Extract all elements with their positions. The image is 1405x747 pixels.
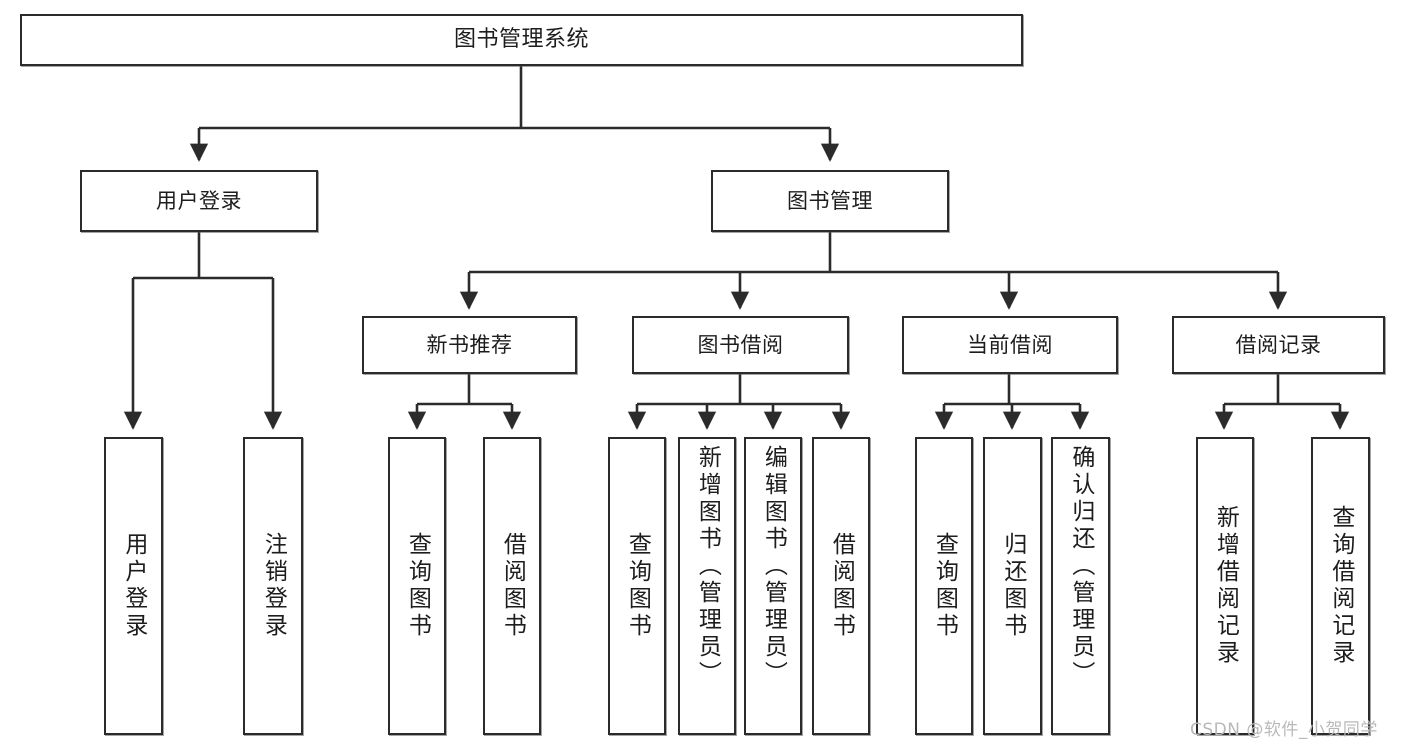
leaf-recommend-borrow-book[interactable]: 借阅图书 <box>483 437 541 735</box>
leaf-current-confirm-return-label: 确认归还（管理员） <box>1067 445 1094 688</box>
leaf-current-return-book[interactable]: 归还图书 <box>983 437 1042 735</box>
leaf-recommend-query-book[interactable]: 查询图书 <box>388 437 446 735</box>
leaf-borrow-do-borrow-label: 借阅图书 <box>828 532 855 640</box>
node-book-borrow-label: 图书借阅 <box>697 332 784 357</box>
leaf-current-query-book[interactable]: 查询图书 <box>915 437 973 735</box>
leaf-user-login[interactable]: 用户登录 <box>104 437 163 735</box>
node-root[interactable]: 图书管理系统 <box>20 14 1023 66</box>
leaf-recommend-borrow-book-label: 借阅图书 <box>499 532 526 640</box>
node-new-book-recommend-label: 新书推荐 <box>426 332 513 357</box>
leaf-record-add-label: 新增借阅记录 <box>1212 505 1239 667</box>
leaf-borrow-edit-book[interactable]: 编辑图书（管理员） <box>744 437 802 735</box>
leaf-current-query-book-label: 查询图书 <box>931 532 958 640</box>
leaf-user-logout-label: 注销登录 <box>260 532 287 640</box>
leaf-user-login-label: 用户登录 <box>120 532 147 640</box>
node-book-borrow[interactable]: 图书借阅 <box>632 316 849 374</box>
leaf-current-return-book-label: 归还图书 <box>999 532 1026 640</box>
node-book-manage-label: 图书管理 <box>787 188 873 213</box>
node-user-login-label: 用户登录 <box>156 188 242 213</box>
leaf-recommend-query-book-label: 查询图书 <box>404 532 431 640</box>
watermark: CSDN @软件_小贺同学 <box>1190 720 1378 740</box>
node-borrow-record-label: 借阅记录 <box>1235 332 1322 357</box>
node-current-borrow-label: 当前借阅 <box>967 332 1053 357</box>
node-current-borrow[interactable]: 当前借阅 <box>902 316 1118 374</box>
leaf-borrow-add-book-label: 新增图书（管理员） <box>694 445 721 688</box>
node-root-label: 图书管理系统 <box>453 27 589 53</box>
node-user-login[interactable]: 用户登录 <box>80 170 318 232</box>
node-new-book-recommend[interactable]: 新书推荐 <box>362 316 577 374</box>
leaf-current-confirm-return[interactable]: 确认归还（管理员） <box>1051 437 1110 735</box>
leaf-record-search[interactable]: 查询借阅记录 <box>1311 437 1370 735</box>
leaf-borrow-query-book[interactable]: 查询图书 <box>608 437 666 735</box>
leaf-record-search-label: 查询借阅记录 <box>1327 505 1354 667</box>
leaf-borrow-do-borrow[interactable]: 借阅图书 <box>812 437 870 735</box>
node-borrow-record[interactable]: 借阅记录 <box>1172 316 1385 374</box>
leaf-borrow-add-book[interactable]: 新增图书（管理员） <box>678 437 736 735</box>
leaf-borrow-edit-book-label: 编辑图书（管理员） <box>760 445 787 688</box>
node-book-manage[interactable]: 图书管理 <box>711 170 949 232</box>
leaf-record-add[interactable]: 新增借阅记录 <box>1196 437 1254 735</box>
leaf-user-logout[interactable]: 注销登录 <box>243 437 303 735</box>
leaf-borrow-query-book-label: 查询图书 <box>624 532 651 640</box>
